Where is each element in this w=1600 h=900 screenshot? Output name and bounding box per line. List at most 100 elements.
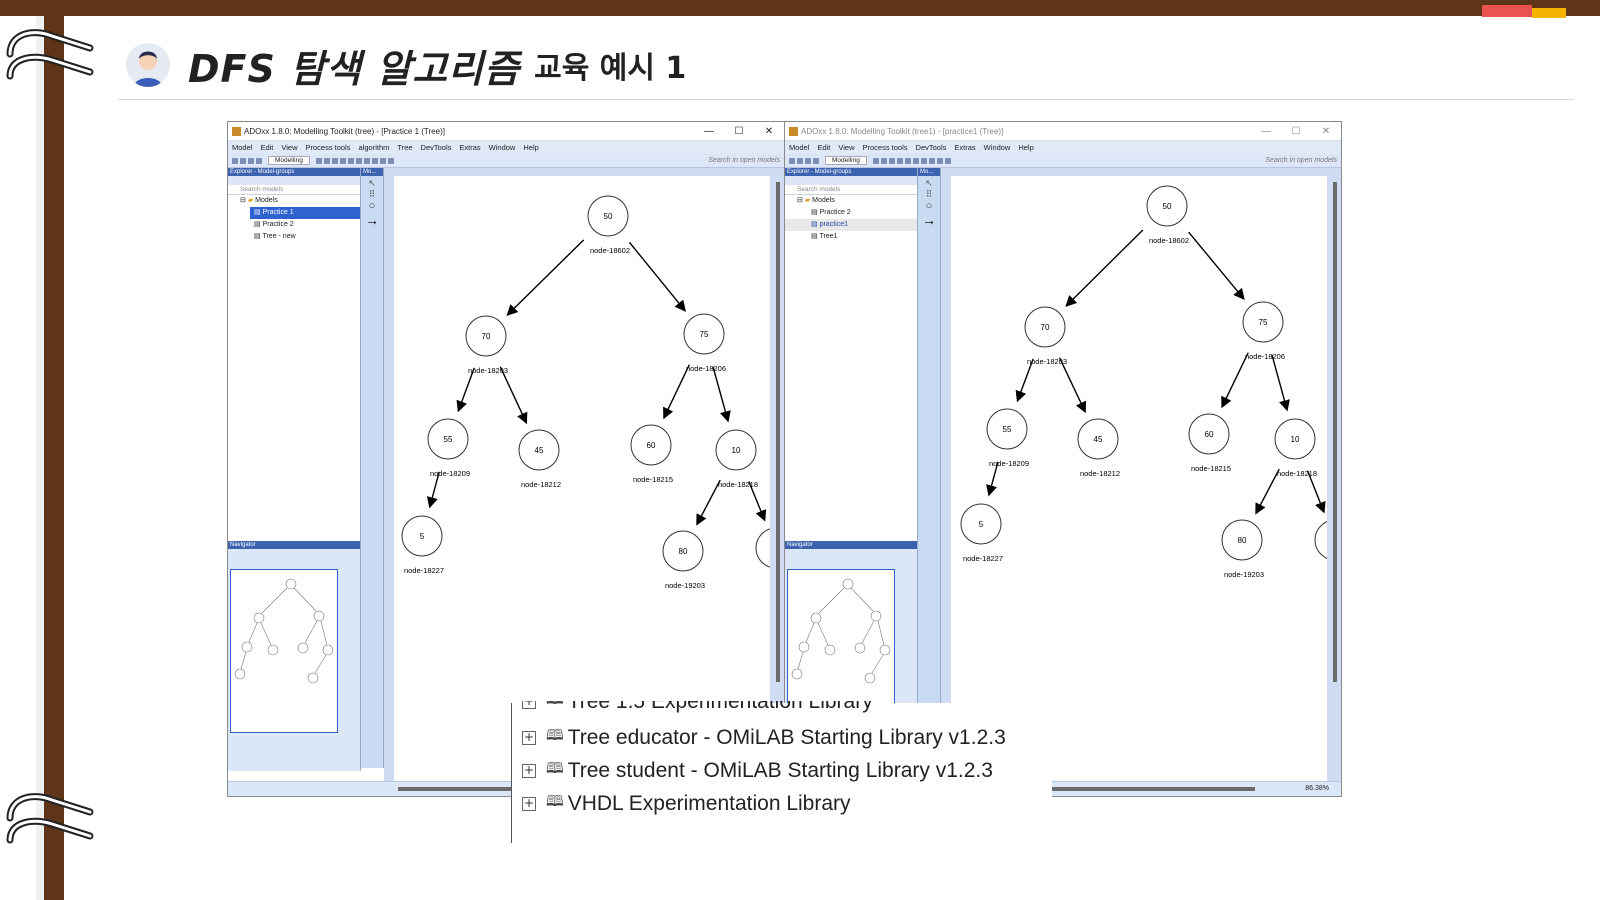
- tree-edge-arrow[interactable]: [628, 241, 686, 312]
- tree-node[interactable]: [587, 195, 629, 237]
- tree-edge-arrow[interactable]: [499, 366, 528, 425]
- tree-edge-arrow[interactable]: [1255, 468, 1280, 515]
- tree-node[interactable]: [1024, 306, 1066, 348]
- toolbar-icon[interactable]: [904, 157, 911, 164]
- toolbar-icon[interactable]: [944, 157, 951, 164]
- pointer-tool-icon[interactable]: ↖: [368, 178, 376, 188]
- menu-window[interactable]: Window: [488, 143, 516, 152]
- menu-process-tools[interactable]: Process tools: [305, 143, 351, 152]
- minimize-icon[interactable]: —: [1261, 125, 1271, 137]
- minimize-icon[interactable]: —: [704, 125, 714, 137]
- tree-edge-arrow[interactable]: [426, 471, 440, 509]
- menu-devtools[interactable]: DevTools: [420, 143, 452, 152]
- toolbar-icon[interactable]: [789, 157, 795, 164]
- menu-extras[interactable]: Extras: [954, 143, 976, 152]
- tree-node[interactable]: [1221, 519, 1263, 561]
- toolbar-icon[interactable]: [339, 157, 346, 164]
- expand-icon[interactable]: +: [522, 729, 536, 745]
- tree-item-models[interactable]: ⊟ ▰ Models: [797, 197, 835, 204]
- edge-tool-icon[interactable]: →: [365, 212, 379, 228]
- menu-model[interactable]: Model: [232, 143, 253, 152]
- tree-item-practice-2[interactable]: ▤ Practice 2: [254, 221, 294, 228]
- toolbar-icon[interactable]: [248, 157, 254, 164]
- tree-edge-arrow[interactable]: [506, 239, 585, 316]
- explorer-search-input[interactable]: Search models: [785, 185, 917, 195]
- vertical-scrollbar[interactable]: [1333, 182, 1337, 682]
- tree-node[interactable]: [1274, 418, 1316, 460]
- toolbar-icon[interactable]: [896, 157, 903, 164]
- toolbar-icon[interactable]: [872, 157, 879, 164]
- tree-node[interactable]: [1188, 413, 1230, 455]
- toolbar-icon[interactable]: [797, 157, 803, 164]
- tree-node[interactable]: [715, 429, 757, 471]
- expand-icon[interactable]: +: [522, 762, 536, 778]
- node-tool-icon[interactable]: ○: [368, 200, 376, 212]
- library-item[interactable]: + 🕮 Tree student - OMiLAB Starting Libra…: [522, 758, 993, 782]
- maximize-icon[interactable]: ☐: [734, 125, 744, 137]
- navigator-viewport[interactable]: [230, 569, 338, 733]
- tree-node[interactable]: [662, 530, 704, 572]
- tree-edge-arrow[interactable]: [712, 366, 731, 423]
- horizontal-scrollbar[interactable]: [398, 787, 538, 791]
- toolbar-icon[interactable]: [315, 157, 322, 164]
- menu-help[interactable]: Help: [523, 143, 539, 152]
- grid-tool-icon[interactable]: ⠿: [925, 189, 933, 199]
- tree-edge-arrow[interactable]: [1271, 354, 1290, 412]
- tree-item-practice-2[interactable]: ▤ Practice 2: [811, 209, 851, 216]
- tree-node[interactable]: [1242, 301, 1284, 343]
- menu-algorithm[interactable]: algorithm: [358, 143, 390, 152]
- tree-node[interactable]: [986, 408, 1028, 450]
- tree-item-tree-new[interactable]: ▤ Tree - new: [254, 233, 296, 240]
- tree-item-practice1[interactable]: ▤ practice1: [785, 219, 917, 231]
- tree-edge-arrow[interactable]: [663, 364, 690, 420]
- explorer-search-input[interactable]: Search models: [228, 185, 360, 195]
- tree-edge-arrow[interactable]: [456, 367, 475, 413]
- toolbar-icon[interactable]: [805, 157, 811, 164]
- tree-node[interactable]: [1314, 519, 1341, 561]
- library-item[interactable]: + 🕮 Tree 1.5 Experimentation Library: [522, 701, 873, 714]
- tree-edge-arrow[interactable]: [1188, 231, 1245, 300]
- toolbar-icon[interactable]: [363, 157, 370, 164]
- toolbar-icon[interactable]: [331, 157, 338, 164]
- tree-node[interactable]: [755, 527, 784, 569]
- tree-edge-arrow[interactable]: [986, 461, 999, 497]
- tree-edge-arrow[interactable]: [1306, 470, 1326, 514]
- menu-view[interactable]: View: [281, 143, 298, 152]
- toolbar-icon[interactable]: [347, 157, 354, 164]
- horizontal-scrollbar[interactable]: [1015, 787, 1255, 791]
- toolbar-icon[interactable]: [256, 157, 262, 164]
- tree-edge-arrow[interactable]: [748, 481, 767, 522]
- tree-edge-arrow[interactable]: [1221, 352, 1249, 409]
- toolbar-icon[interactable]: [813, 157, 819, 164]
- tree-item-practice-1[interactable]: ▤ Practice 1: [250, 207, 360, 219]
- menu-extras[interactable]: Extras: [459, 143, 481, 152]
- library-item[interactable]: + 🕮 VHDL Experimentation Library: [522, 791, 851, 815]
- tree-item-models[interactable]: ⊟ ▰ Models: [240, 197, 278, 204]
- toolbar-icon[interactable]: [323, 157, 330, 164]
- toolbar-icon[interactable]: [920, 157, 927, 164]
- expand-icon[interactable]: +: [522, 795, 536, 811]
- tree-node[interactable]: [427, 418, 469, 460]
- menu-edit[interactable]: Edit: [817, 143, 831, 152]
- menu-view[interactable]: View: [838, 143, 855, 152]
- pointer-tool-icon[interactable]: ↖: [925, 178, 933, 188]
- menu-devtools[interactable]: DevTools: [915, 143, 947, 152]
- vertical-scrollbar[interactable]: [776, 182, 780, 682]
- tree-node[interactable]: [401, 515, 443, 557]
- menu-help[interactable]: Help: [1018, 143, 1034, 152]
- search-open-models-input[interactable]: Search in open models: [1265, 157, 1337, 164]
- menu-tree[interactable]: Tree: [397, 143, 413, 152]
- toolbar-icon[interactable]: [912, 157, 919, 164]
- tree-node[interactable]: [683, 313, 725, 355]
- toolbar-icon[interactable]: [936, 157, 943, 164]
- expand-icon[interactable]: +: [522, 701, 536, 709]
- mode-selector[interactable]: Modelling: [825, 156, 867, 165]
- node-tool-icon[interactable]: ○: [925, 200, 933, 212]
- tree-node[interactable]: [960, 503, 1002, 545]
- tree-edge-arrow[interactable]: [1065, 229, 1144, 307]
- toolbar-icon[interactable]: [355, 157, 362, 164]
- menu-edit[interactable]: Edit: [260, 143, 274, 152]
- tree-node[interactable]: [1146, 185, 1188, 227]
